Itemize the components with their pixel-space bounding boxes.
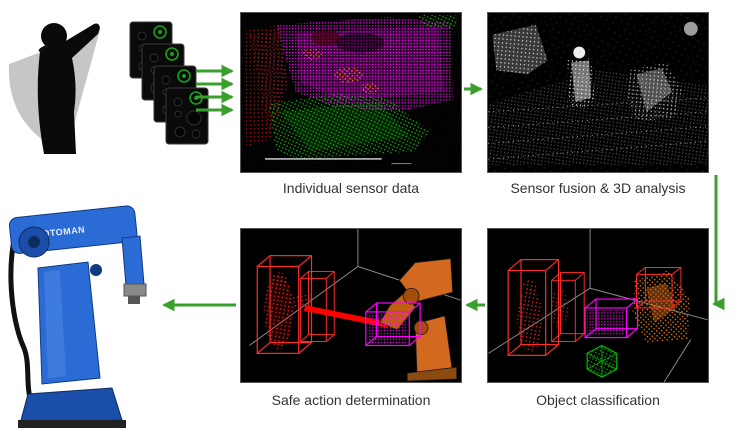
caption-safe-action: Safe action determination — [271, 392, 431, 408]
panel-individual-sensor-data — [240, 12, 462, 173]
panel-object-classification — [487, 228, 709, 383]
robot-pointcloud — [632, 270, 690, 344]
caption-object-classification: Object classification — [536, 392, 660, 408]
safe-action-scene — [241, 229, 461, 382]
bounding-box-person — [256, 255, 313, 354]
robot-end-effector — [123, 283, 147, 297]
sensor-card — [165, 87, 209, 145]
bounding-box-arm — [551, 271, 585, 343]
pointcloud-individual-sensors — [241, 13, 461, 172]
robot-cable — [8, 225, 33, 399]
bounding-box-workpiece — [365, 302, 421, 347]
panel-sensor-fusion — [487, 12, 709, 173]
person-silhouette-icon — [37, 23, 100, 154]
gesture-scene — [4, 8, 236, 156]
sensor-array-icon — [129, 21, 209, 145]
arrow-fusion-to-classification — [712, 175, 725, 311]
robot-base — [19, 387, 123, 425]
caption-individual-sensor-data: Individual sensor data — [282, 180, 420, 196]
bounding-sphere-green — [586, 344, 618, 378]
bounding-box-workpiece — [584, 298, 639, 339]
robot-wrist — [121, 235, 145, 287]
pointcloud-fused — [488, 13, 708, 172]
panel-safe-action — [240, 228, 462, 383]
bounding-box-robot — [636, 267, 682, 309]
caption-sensor-fusion: Sensor fusion & 3D analysis — [510, 180, 686, 196]
bounding-box-person — [507, 259, 560, 356]
robot-illustration: MOTOMAN — [0, 198, 158, 430]
classification-scene — [488, 229, 708, 382]
